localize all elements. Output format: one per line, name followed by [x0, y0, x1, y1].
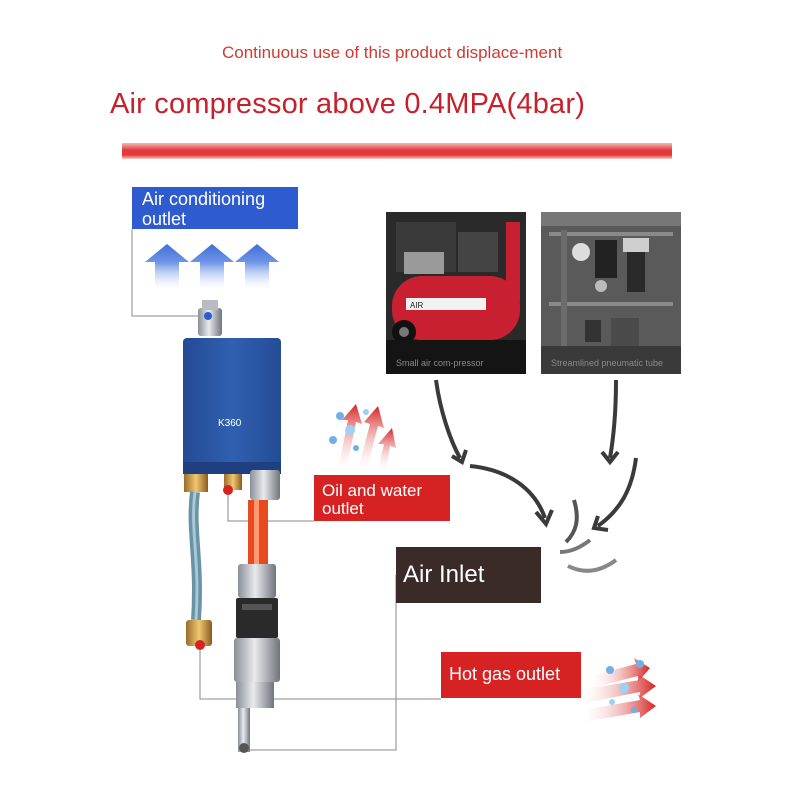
pneumatic-tube-photo: Streamlined pneumatic tube: [541, 212, 681, 374]
photo-caption: Small air com-pressor: [396, 358, 484, 368]
flow-arrows-icon: [434, 379, 638, 573]
ac-outlet-label: Air conditioning outlet: [132, 187, 298, 229]
oil-water-arrows-icon: [329, 404, 396, 472]
compressor-brand-text: AIR: [410, 301, 424, 310]
device-model-label: K360: [218, 418, 242, 429]
up-arrows-icon: [145, 244, 279, 290]
headline: Air compressor above 0.4MPA(4bar): [110, 88, 586, 120]
air-inlet-label: Air Inlet: [396, 547, 541, 603]
hot-gas-outlet-label: Hot gas outlet: [441, 652, 581, 698]
oil-water-outlet-label: Oil and water outlet: [314, 475, 450, 521]
photo-caption: Streamlined pneumatic tube: [551, 358, 664, 368]
subheadline: Continuous use of this product displace-…: [222, 43, 563, 62]
air-compressor-photo: AIR Small air com-pressor: [386, 212, 526, 374]
connector-lines: [131, 229, 441, 751]
k360-device: [183, 338, 281, 472]
hot-gas-arrows-icon: [580, 658, 656, 722]
red-divider-bar: [122, 143, 672, 159]
